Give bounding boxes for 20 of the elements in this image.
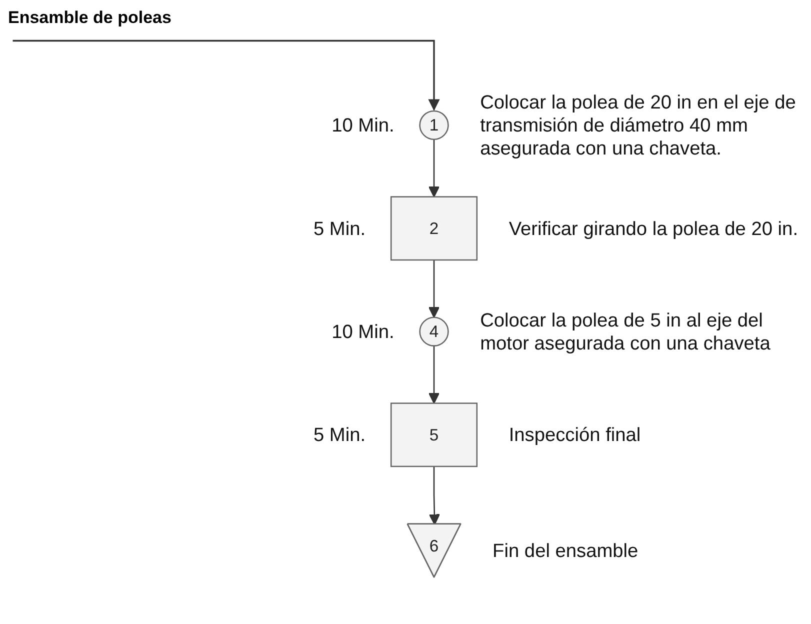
arrow: [428, 466, 440, 526]
step-description: Colocar la polea de 20 in en el eje de transmisión de diámetro 40 mm asegurada con una chaveta.: [480, 92, 796, 160]
arrow: [428, 260, 440, 318]
step-duration: 10 Min.: [332, 116, 394, 137]
step-description: Colocar la polea de 5 in al eje del motor asegurada con una chaveta: [480, 310, 770, 354]
arrow: [428, 139, 440, 198]
inspection-box: 2: [390, 196, 478, 261]
step-description: Verificar girando la polea de 20 in.: [508, 218, 798, 240]
arrow: [12, 40, 440, 111]
operation-circle: 1: [419, 110, 449, 140]
arrow: [428, 346, 440, 404]
storage-triangle: 6: [406, 523, 462, 578]
step-duration: 5 Min.: [313, 425, 366, 446]
operation-circle: 4: [419, 316, 449, 346]
step-description: Inspección final: [508, 425, 641, 446]
inspection-box: 5: [390, 402, 478, 468]
step-duration: 5 Min.: [313, 218, 366, 240]
step-description: Fin del ensamble: [492, 540, 638, 562]
step-duration: 10 Min.: [332, 322, 394, 343]
diagram-title: Ensamble de poleas: [8, 8, 172, 28]
